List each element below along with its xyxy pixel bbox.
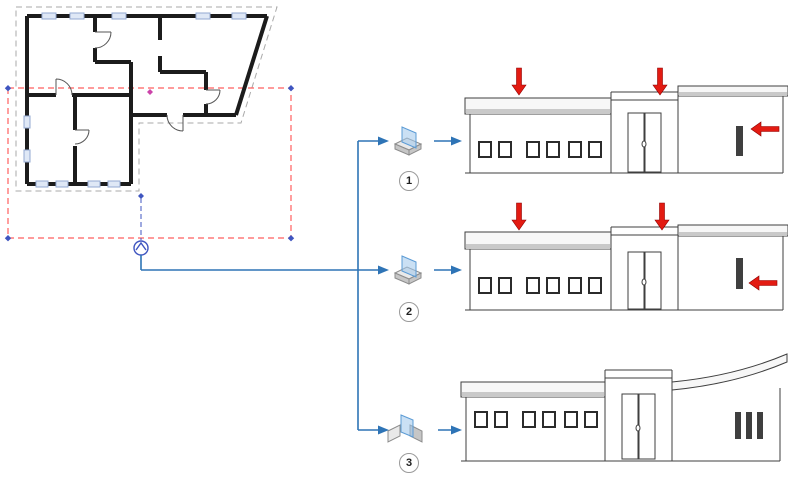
view-number-1: 1 xyxy=(405,175,413,187)
view-number-2: 2 xyxy=(405,306,413,318)
elevation-view-3 xyxy=(459,352,788,466)
view-number-badge-3: 3 xyxy=(399,453,419,473)
section-plane-icon-1 xyxy=(390,123,426,159)
elevation-2-drawing xyxy=(464,224,788,311)
plan-walls xyxy=(25,14,269,186)
plan-doors xyxy=(55,31,221,145)
elevation-view-1 xyxy=(463,84,788,176)
elevation-3-drawing xyxy=(460,353,788,462)
section-box-icon-3 xyxy=(386,410,426,450)
elevation-view-2 xyxy=(463,222,788,314)
view-number-badge-2: 2 xyxy=(399,302,419,322)
crop-corner-marks xyxy=(4,85,295,242)
elevation-1-drawing xyxy=(464,85,788,174)
section-plane-icon-2 xyxy=(390,252,426,288)
curved-roof xyxy=(671,353,788,391)
view-number-badge-1: 1 xyxy=(399,171,419,191)
plan-windows xyxy=(23,12,247,188)
reference-marker xyxy=(147,89,153,95)
view-number-3: 3 xyxy=(405,457,413,469)
floor-plan xyxy=(4,6,295,256)
section-marker xyxy=(133,193,149,256)
plan-crop-region xyxy=(7,87,292,239)
plan-boundary-outline xyxy=(15,6,278,192)
